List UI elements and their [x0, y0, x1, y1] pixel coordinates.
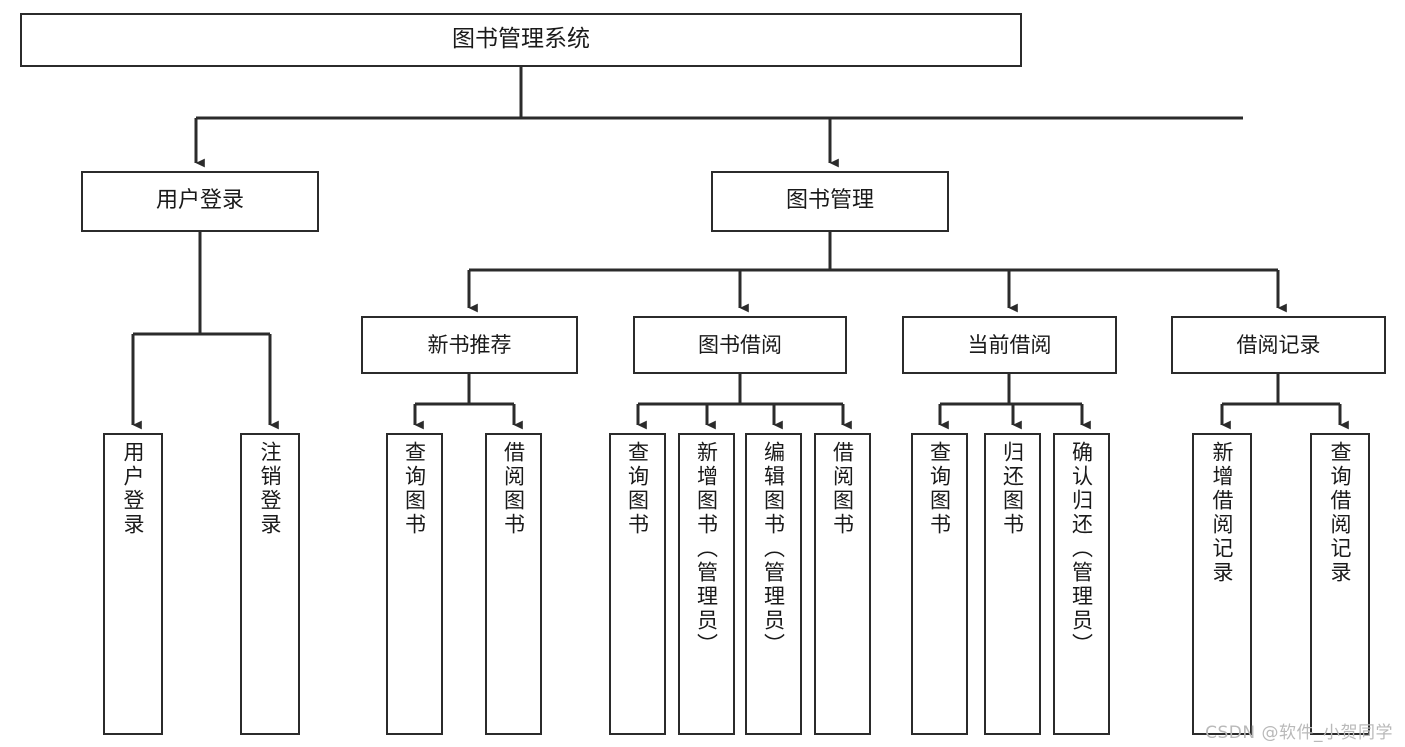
node-book-manage[interactable]: 图书管理: [711, 171, 949, 232]
node-book-borrow[interactable]: 图书借阅: [633, 316, 847, 374]
node-leaf-add-borrow-record[interactable]: 新增借阅记录: [1192, 433, 1252, 735]
node-leaf-user-login[interactable]: 用户登录: [103, 433, 163, 735]
node-user-login[interactable]: 用户登录: [81, 171, 319, 232]
node-leaf-return-book[interactable]: 归还图书: [984, 433, 1041, 735]
node-leaf-query-book-3-label: 查询图书: [927, 441, 952, 537]
node-user-login-label: 用户登录: [155, 188, 244, 214]
watermark: CSDN @软件_小贺同学: [1205, 723, 1393, 743]
node-leaf-user-login-label: 用户登录: [121, 441, 146, 537]
node-leaf-query-book-2-label: 查询图书: [625, 441, 650, 537]
node-leaf-edit-book[interactable]: 编辑图书（管理员）: [745, 433, 802, 735]
node-book-borrow-label: 图书借阅: [698, 332, 782, 357]
node-leaf-confirm-return[interactable]: 确认归还（管理员）: [1053, 433, 1110, 735]
node-leaf-borrow-book-1-label: 借阅图书: [501, 441, 526, 537]
node-root[interactable]: 图书管理系统: [20, 13, 1022, 67]
node-borrow-record[interactable]: 借阅记录: [1171, 316, 1386, 374]
node-leaf-user-logout-label: 注销登录: [258, 441, 283, 537]
node-current-borrow[interactable]: 当前借阅: [902, 316, 1117, 374]
node-new-book-recommend[interactable]: 新书推荐: [361, 316, 578, 374]
node-leaf-add-borrow-record-label: 新增借阅记录: [1210, 441, 1235, 585]
node-leaf-query-book-1-label: 查询图书: [402, 441, 427, 537]
node-leaf-confirm-return-label: 确认归还（管理员）: [1069, 441, 1094, 657]
node-leaf-add-book[interactable]: 新增图书（管理员）: [678, 433, 735, 735]
node-leaf-query-book-3[interactable]: 查询图书: [911, 433, 968, 735]
node-leaf-user-logout[interactable]: 注销登录: [240, 433, 300, 735]
node-leaf-borrow-book-2[interactable]: 借阅图书: [814, 433, 871, 735]
node-borrow-record-label: 借阅记录: [1236, 332, 1321, 357]
node-root-label: 图书管理系统: [452, 26, 590, 53]
node-leaf-edit-book-label: 编辑图书（管理员）: [761, 441, 786, 657]
node-new-book-recommend-label: 新书推荐: [427, 332, 512, 357]
node-book-manage-label: 图书管理: [785, 188, 874, 214]
node-leaf-return-book-label: 归还图书: [1000, 441, 1025, 537]
node-leaf-borrow-book-1[interactable]: 借阅图书: [485, 433, 542, 735]
node-leaf-query-borrow-record-label: 查询借阅记录: [1328, 441, 1353, 585]
node-leaf-query-book-1[interactable]: 查询图书: [386, 433, 443, 735]
node-leaf-borrow-book-2-label: 借阅图书: [830, 441, 855, 537]
node-leaf-query-borrow-record[interactable]: 查询借阅记录: [1310, 433, 1370, 735]
node-current-borrow-label: 当前借阅: [967, 332, 1052, 357]
node-leaf-add-book-label: 新增图书（管理员）: [694, 441, 719, 657]
node-leaf-query-book-2[interactable]: 查询图书: [609, 433, 666, 735]
